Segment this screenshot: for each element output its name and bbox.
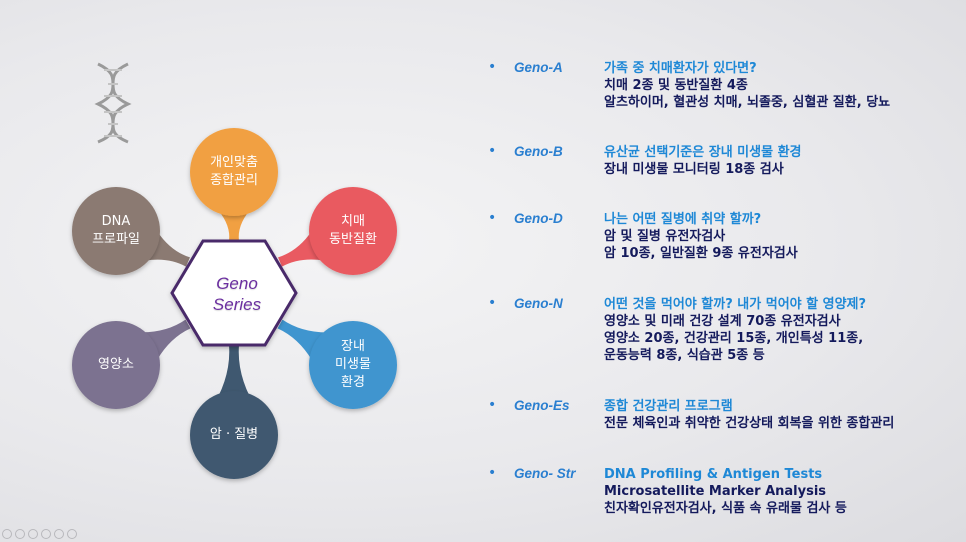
bullet-icon: • bbox=[488, 465, 497, 481]
bullet-icon: • bbox=[488, 210, 497, 226]
connector-personal-care bbox=[218, 210, 250, 241]
item-line: 전문 체육인과 취약한 건강상태 회복을 위한 종합관리 bbox=[604, 416, 895, 431]
node-gut-microbiome bbox=[309, 321, 397, 409]
node-dementia bbox=[309, 187, 397, 275]
node-label-gut-microbiome: 장내 미생물 환경 bbox=[335, 339, 371, 390]
item-code: Geno-D bbox=[514, 211, 563, 226]
connector-cancer-disease bbox=[218, 345, 250, 397]
item-line: 암 10종, 일반질환 9종 유전자검사 bbox=[604, 246, 798, 261]
item-line: 알츠하이머, 혈관성 치매, 뇌졸중, 심혈관 질환, 당뇨 bbox=[604, 95, 891, 110]
item-line: 암 및 질병 유전자검사 bbox=[604, 229, 726, 244]
item-title: 유산균 선택기준은 장내 미생물 환경 bbox=[604, 145, 802, 160]
item-line: 영양소 20종, 건강관리 15종, 개인특성 11종, bbox=[604, 331, 864, 346]
node-dna-profile bbox=[72, 187, 160, 275]
item-title: 나는 어떤 질병에 취약 할까? bbox=[604, 212, 762, 227]
presentation-toolbar bbox=[2, 529, 77, 539]
bullet-icon: • bbox=[488, 397, 497, 413]
center-hexagon bbox=[170, 239, 298, 347]
prev-slide-icon[interactable] bbox=[2, 529, 12, 539]
node-label-dementia: 치매 동반질환 bbox=[329, 214, 377, 247]
item-title: 종합 건강관리 프로그램 bbox=[604, 399, 733, 414]
item-line: 운동능력 8종, 식습관 5종 등 bbox=[604, 348, 765, 363]
item-line: Microsatellite Marker Analysis bbox=[604, 484, 827, 499]
item-code: Geno-N bbox=[514, 296, 563, 311]
node-nutrients bbox=[72, 321, 160, 409]
bullet-icon: • bbox=[488, 59, 497, 75]
item-code: Geno-Es bbox=[514, 398, 570, 413]
bullet-icon: • bbox=[488, 295, 497, 311]
node-cancer-disease bbox=[190, 391, 278, 479]
node-label-dna-profile: DNA 프로파일 bbox=[92, 214, 140, 247]
bullet-icon: • bbox=[488, 143, 497, 159]
node-personal-care bbox=[190, 128, 278, 216]
item-code: Geno-A bbox=[514, 60, 563, 75]
item-line: 친자확인유전자검사, 식품 속 유래물 검사 등 bbox=[604, 501, 847, 516]
next-slide-icon[interactable] bbox=[15, 529, 25, 539]
geno-series-diagram bbox=[72, 128, 397, 479]
node-label-personal-care: 개인맞춤 종합관리 bbox=[210, 155, 258, 188]
item-line: 치매 2종 및 동반질환 4종 bbox=[604, 78, 748, 93]
item-line: 장내 미생물 모니터링 18종 검사 bbox=[604, 162, 784, 177]
center-title: Geno Series bbox=[212, 274, 262, 314]
more-options-icon[interactable] bbox=[67, 529, 77, 539]
pen-icon[interactable] bbox=[28, 529, 38, 539]
dna-helix-logo bbox=[94, 62, 132, 144]
item-title: 어떤 것을 먹어야 할까? 내가 먹어야 할 영양제? bbox=[604, 297, 867, 312]
node-label-cancer-disease: 암 · 질병 bbox=[209, 427, 259, 442]
zoom-icon[interactable] bbox=[54, 529, 64, 539]
item-code: Geno- Str bbox=[514, 466, 576, 481]
item-title: DNA Profiling & Antigen Tests bbox=[604, 467, 823, 482]
item-line: 영양소 및 미래 건강 설계 70종 유전자검사 bbox=[604, 314, 841, 329]
view-all-icon[interactable] bbox=[41, 529, 51, 539]
item-title: 가족 중 치매환자가 있다면? bbox=[604, 61, 757, 76]
item-code: Geno-B bbox=[514, 144, 563, 159]
node-label-nutrients: 영양소 bbox=[98, 357, 134, 372]
